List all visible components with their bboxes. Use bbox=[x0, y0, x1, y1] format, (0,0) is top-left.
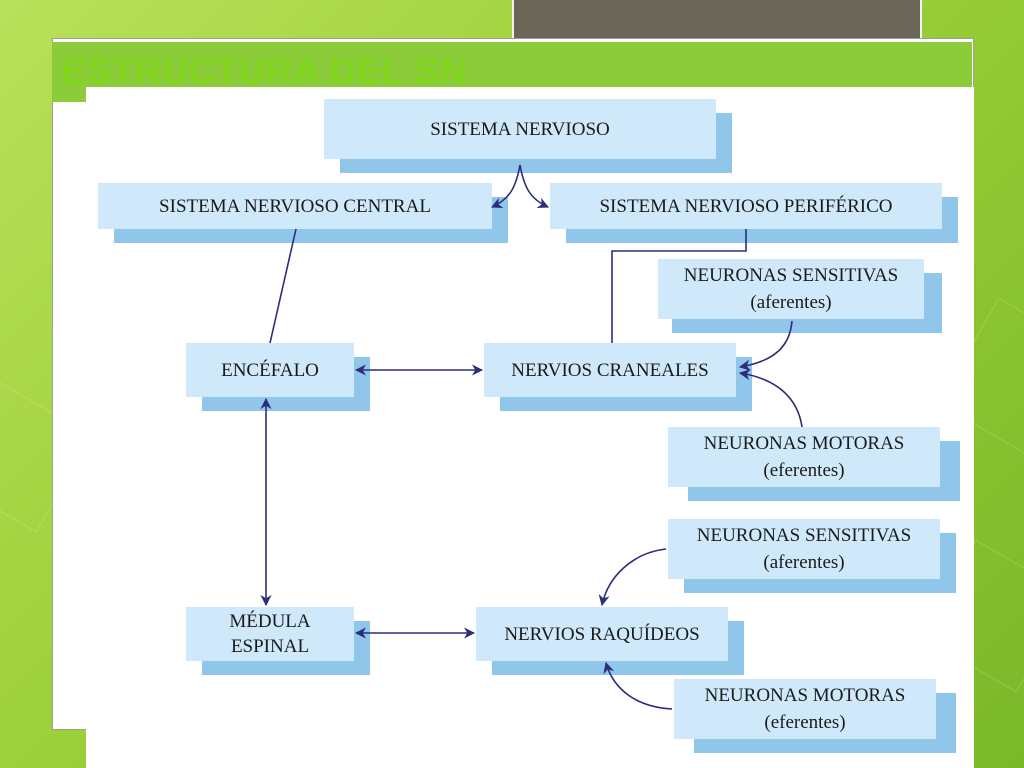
node-neuronas-motoras-craneales: NEURONAS MOTORAS (eferentes) bbox=[668, 427, 960, 501]
node-label: NEURONAS SENSITIVAS bbox=[683, 265, 899, 286]
node-sistema-nervioso: SISTEMA NERVIOSO bbox=[324, 99, 732, 173]
node-label: NEURONAS MOTORAS bbox=[704, 685, 906, 706]
node-encefalo: ENCÉFALO bbox=[186, 343, 370, 411]
node-sublabel: (eferentes) bbox=[763, 460, 845, 481]
node-nervios-raquideos: NERVIOS RAQUÍDEOS bbox=[476, 607, 744, 675]
connector-to-snc bbox=[490, 164, 521, 209]
node-label: NEURONAS MOTORAS bbox=[703, 433, 905, 454]
node-medula-espinal: MÉDULA ESPINAL bbox=[186, 607, 370, 675]
node-label: NEURONAS SENSITIVAS bbox=[696, 525, 912, 546]
node-sublabel: ESPINAL bbox=[230, 636, 310, 657]
connector-motoras-raquideos bbox=[603, 661, 673, 710]
node-sublabel: (aferentes) bbox=[763, 552, 845, 573]
node-sublabel: (aferentes) bbox=[750, 292, 832, 313]
node-label: SISTEMA NERVIOSO PERIFÉRICO bbox=[550, 183, 942, 229]
connector-motoras-craneales bbox=[738, 369, 803, 428]
connector-to-snp bbox=[519, 164, 550, 209]
connector-sensitivas-craneales bbox=[738, 320, 793, 371]
node-label: MÉDULA bbox=[229, 611, 311, 632]
node-label: NERVIOS RAQUÍDEOS bbox=[476, 607, 728, 661]
connector-snc-encefalo bbox=[269, 228, 297, 344]
connector-lines bbox=[260, 164, 803, 710]
node-label: SISTEMA NERVIOSO CENTRAL bbox=[98, 183, 492, 229]
node-label: NERVIOS CRANEALES bbox=[484, 343, 736, 397]
node-label: ENCÉFALO bbox=[186, 343, 354, 397]
node-sistema-nervioso-central: SISTEMA NERVIOSO CENTRAL bbox=[98, 183, 508, 243]
nervous-system-diagram: SISTEMA NERVIOSO SISTEMA NERVIOSO CENTRA… bbox=[86, 87, 974, 768]
node-nervios-craneales: NERVIOS CRANEALES bbox=[484, 343, 752, 411]
node-neuronas-sensitivas-raquideas: NEURONAS SENSITIVAS (aferentes) bbox=[668, 519, 956, 593]
node-label: SISTEMA NERVIOSO bbox=[324, 99, 716, 159]
connector-sensitivas-raquideos bbox=[598, 548, 667, 607]
node-neuronas-sensitivas-craneales: NEURONAS SENSITIVAS (aferentes) bbox=[658, 259, 942, 333]
node-sublabel: (eferentes) bbox=[764, 712, 846, 733]
slide-title: ESTRUCTURA DEL SN bbox=[62, 50, 468, 91]
connector-snp-craneales bbox=[611, 229, 747, 343]
node-sistema-nervioso-periferico: SISTEMA NERVIOSO PERIFÉRICO bbox=[550, 183, 958, 243]
node-neuronas-motoras-raquideas: NEURONAS MOTORAS (eferentes) bbox=[674, 679, 956, 753]
